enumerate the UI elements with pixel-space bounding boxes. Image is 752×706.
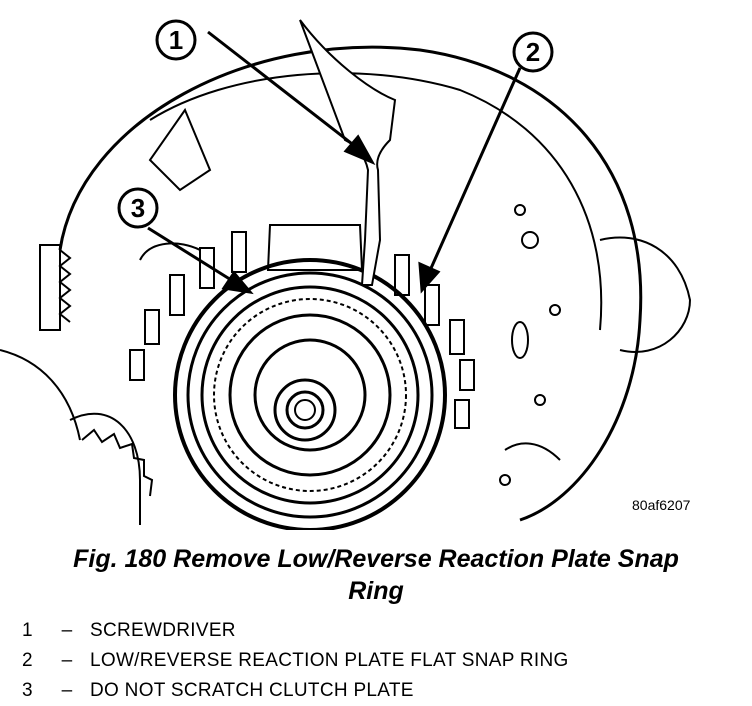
callout-1-number: 1 bbox=[169, 25, 183, 55]
legend-number: 2 bbox=[22, 650, 33, 671]
callout-1-circle bbox=[155, 19, 197, 61]
legend-item: 3 – DO NOT SCRATCH CLUTCH PLATE bbox=[22, 676, 569, 706]
callout-2-circle bbox=[512, 31, 554, 73]
callout-2-number: 2 bbox=[526, 37, 540, 67]
transmission-illustration: 1 2 3 bbox=[0, 19, 692, 530]
case-inner-edge bbox=[149, 72, 603, 331]
lower-left-gear bbox=[69, 412, 141, 525]
legend-text: LOW/REVERSE REACTION PLATE FLAT SNAP RIN… bbox=[90, 650, 569, 671]
legend-dash: – bbox=[61, 680, 73, 701]
figure-reference-code: 80af6207 bbox=[632, 497, 691, 513]
legend-text: SCREWDRIVER bbox=[90, 620, 236, 641]
caption-line-1: Fig. 180 Remove Low/Reverse Reaction Pla… bbox=[73, 545, 679, 573]
left-gear-strip bbox=[39, 244, 61, 331]
caption-line-2: Ring bbox=[348, 577, 404, 605]
legend-dash: – bbox=[61, 620, 73, 641]
callout-3-circle bbox=[117, 187, 159, 229]
figure-caption: Fig. 180 Remove Low/Reverse Reaction Pla… bbox=[0, 543, 752, 607]
center-shaft bbox=[273, 378, 337, 442]
case-outer-edge bbox=[58, 45, 643, 522]
legend-dash: – bbox=[61, 650, 73, 671]
legend-number: 1 bbox=[22, 620, 33, 641]
snap-ring-outer bbox=[173, 258, 447, 530]
legend-item: 1 – SCREWDRIVER bbox=[22, 616, 569, 646]
legend-number: 3 bbox=[22, 680, 33, 701]
hub-inner bbox=[228, 313, 392, 477]
clutch-plate-ring bbox=[200, 285, 420, 505]
legend-text: DO NOT SCRATCH CLUTCH PLATE bbox=[90, 680, 414, 701]
legend-list: 1 – SCREWDRIVER 2 – LOW/REVERSE REACTION… bbox=[22, 616, 569, 706]
legend-item: 2 – LOW/REVERSE REACTION PLATE FLAT SNAP… bbox=[22, 646, 569, 676]
callout-3-number: 3 bbox=[131, 193, 145, 223]
